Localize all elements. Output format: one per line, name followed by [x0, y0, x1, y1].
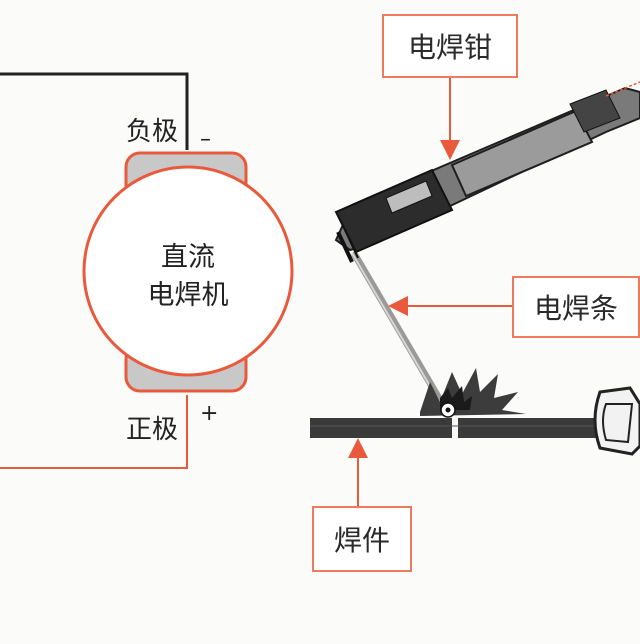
generator-title-line2: 电焊机 — [148, 280, 229, 311]
ground-clamp — [593, 386, 640, 456]
negative-pole-label: 负极 — [126, 117, 178, 147]
electrode-holder-callout: 电焊钳 — [382, 14, 518, 78]
electrode-holder — [334, 86, 640, 263]
positive-wire — [0, 395, 188, 469]
electrode-callout: 电焊条 — [512, 276, 640, 338]
positive-sign: + — [200, 401, 218, 426]
workpiece-plate — [310, 418, 640, 438]
workpiece-callout: 焊件 — [312, 506, 412, 572]
negative-wire — [0, 72, 189, 150]
negative-sign: – — [200, 127, 211, 152]
generator-title-line1: 直流 — [161, 242, 215, 273]
electrode-highlight — [351, 252, 445, 411]
dc-welder-body — [82, 165, 294, 377]
holder-cable — [605, 81, 640, 97]
positive-pole-label: 正极 — [126, 415, 178, 445]
welding-arc — [420, 368, 526, 418]
